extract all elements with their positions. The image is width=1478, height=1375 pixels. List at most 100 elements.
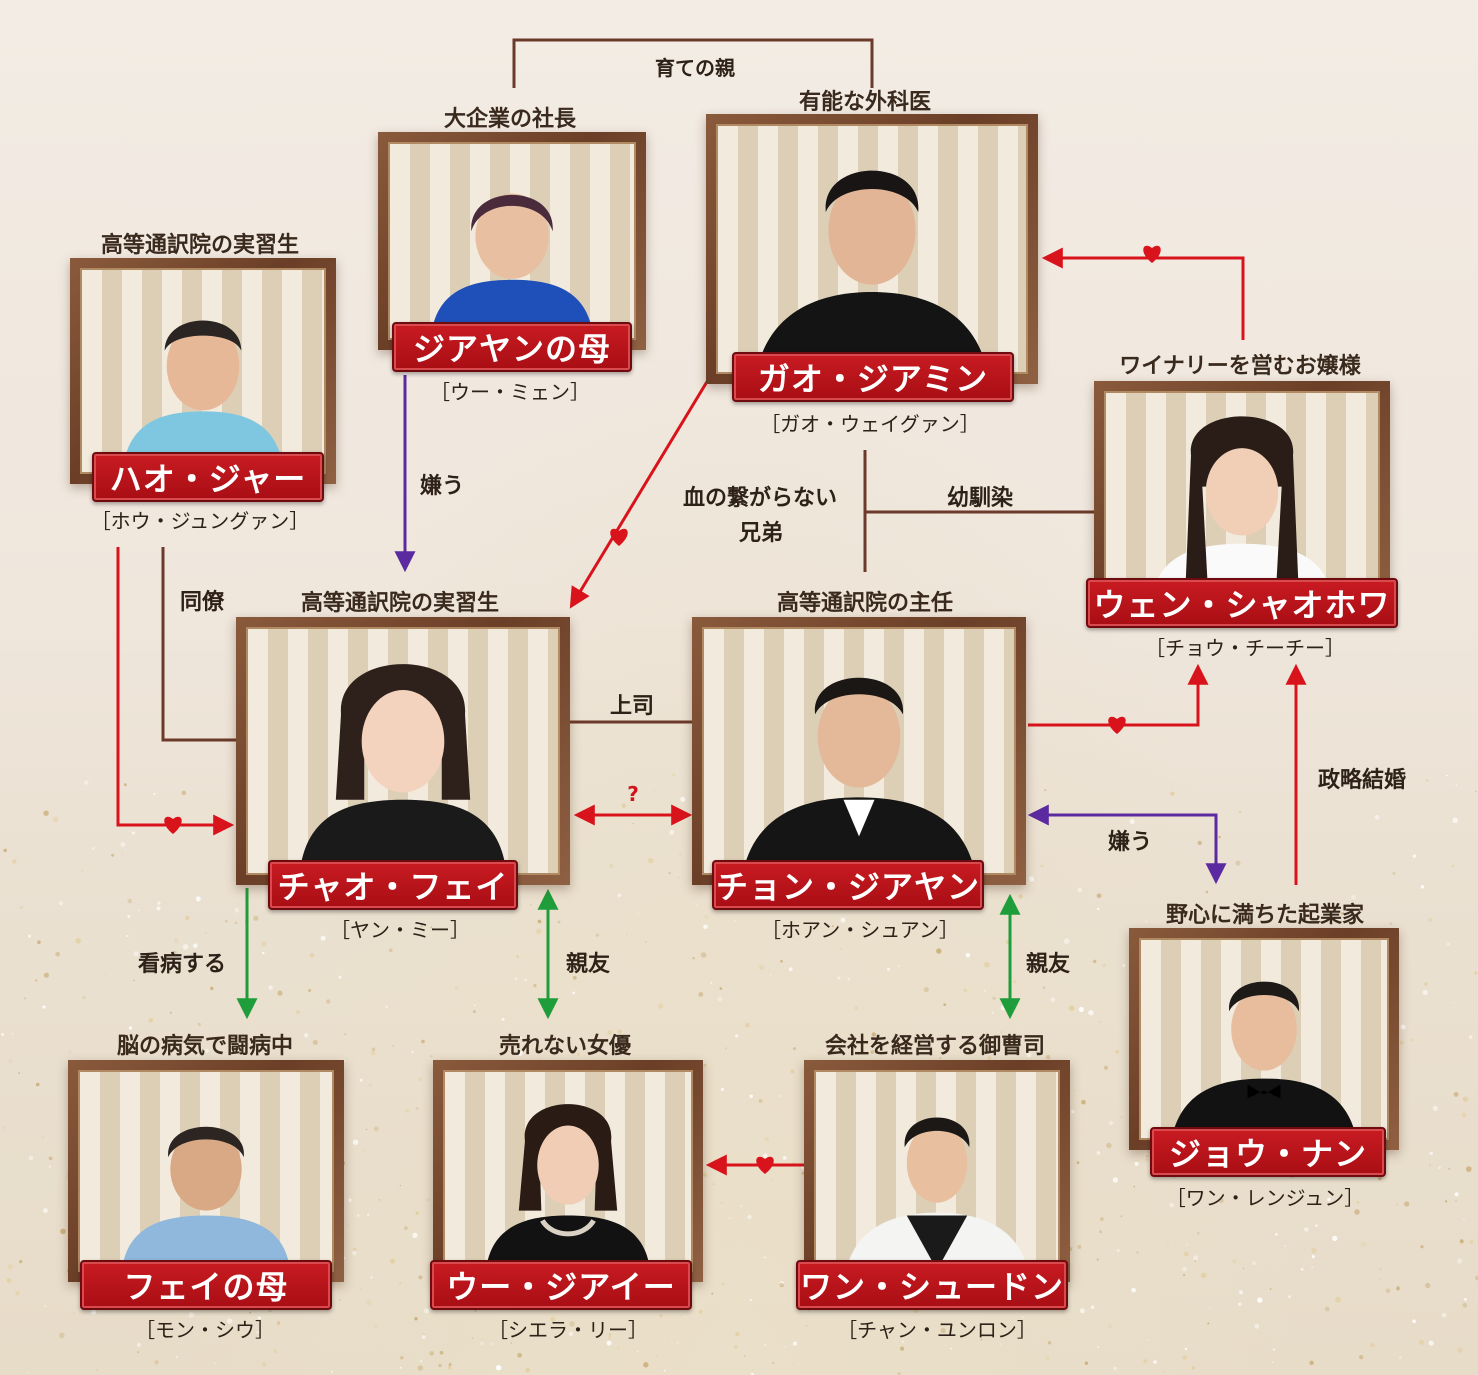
glitter-dot xyxy=(533,984,537,988)
glitter-dot xyxy=(82,995,86,1000)
glitter-dot xyxy=(42,1005,46,1009)
glitter-dot xyxy=(530,904,532,906)
glitter-dot xyxy=(1412,854,1417,858)
glitter-dot xyxy=(176,1356,178,1358)
glitter-dot xyxy=(1193,1255,1199,1261)
glitter-dot xyxy=(648,858,654,864)
glitter-dot xyxy=(420,925,423,928)
glitter-dot xyxy=(1400,1024,1406,1030)
glitter-dot xyxy=(595,933,599,937)
glitter-dot xyxy=(801,1171,805,1175)
glitter-dot xyxy=(680,796,686,802)
glitter-dot xyxy=(157,901,161,905)
glitter-dot xyxy=(1327,1197,1331,1202)
glitter-dot xyxy=(999,1343,1002,1346)
actor-label: ［ガオ・ウェイグァン］ xyxy=(760,412,980,436)
glitter-dot xyxy=(1200,1272,1207,1279)
glitter-dot xyxy=(374,1324,378,1329)
glitter-dot xyxy=(131,831,135,835)
glitter-dot xyxy=(429,1351,435,1356)
glitter-dot xyxy=(1209,1306,1211,1309)
glitter-dot xyxy=(1303,1248,1305,1251)
glitter-dot xyxy=(1392,872,1396,875)
glitter-dot xyxy=(1134,1161,1139,1166)
glitter-dot xyxy=(123,783,127,787)
glitter-dot xyxy=(419,1359,423,1363)
glitter-dot xyxy=(854,1006,859,1010)
name-plate: ウェン・シャオホワ xyxy=(1086,578,1398,628)
glitter-dot xyxy=(11,1032,14,1035)
glitter-dot xyxy=(1096,893,1102,899)
glitter-dot xyxy=(72,1311,76,1315)
glitter-dot xyxy=(1379,1267,1382,1271)
glitter-dot xyxy=(538,1058,540,1060)
glitter-dot xyxy=(1420,885,1425,889)
glitter-dot xyxy=(1418,1339,1425,1345)
glitter-dot xyxy=(1146,1339,1149,1341)
glitter-dot xyxy=(1131,1287,1136,1293)
glitter-dot xyxy=(735,1034,739,1038)
glitter-dot xyxy=(1420,1245,1424,1249)
glitter-dot xyxy=(704,915,708,919)
glitter-dot xyxy=(58,901,64,906)
not-blood-brothers-label-line2: 兄弟 xyxy=(738,521,783,546)
glitter-dot xyxy=(256,1330,260,1334)
glitter-dot xyxy=(352,1139,359,1145)
glitter-dot xyxy=(1183,1274,1186,1277)
glitter-dot xyxy=(943,1003,947,1006)
glitter-dot xyxy=(1311,1247,1317,1254)
glitter-dot xyxy=(330,1370,333,1373)
glitter-dot xyxy=(608,1335,612,1339)
portrait-frame xyxy=(68,1060,344,1282)
glitter-dot xyxy=(268,985,273,990)
glitter-dot xyxy=(745,1022,750,1028)
glitter-dot xyxy=(412,1232,418,1239)
glitter-dot xyxy=(60,1228,66,1235)
glitter-dot xyxy=(421,1039,425,1044)
glitter-dot xyxy=(569,1321,575,1327)
glitter-dot xyxy=(517,1050,523,1056)
glitter-dot xyxy=(983,989,987,992)
glitter-dot xyxy=(617,1029,622,1034)
glitter-dot xyxy=(696,904,698,906)
glitter-dot xyxy=(711,1292,714,1295)
glitter-dot xyxy=(1053,955,1059,961)
portrait-frame xyxy=(433,1060,703,1282)
glitter-dot xyxy=(1166,1241,1170,1245)
glitter-dot xyxy=(75,938,81,944)
glitter-dot xyxy=(219,1320,221,1323)
glitter-dot xyxy=(607,1030,613,1035)
role-label: ワイナリーを営むお嬢様 xyxy=(1119,354,1361,379)
glitter-dot xyxy=(1136,1251,1139,1254)
glitter-dot xyxy=(338,1299,341,1301)
glitter-dot xyxy=(1076,1161,1080,1165)
name-plate: ウー・ジアイー xyxy=(430,1260,692,1310)
glitter-dot xyxy=(626,933,628,936)
glitter-dot xyxy=(378,1198,381,1201)
glitter-dot xyxy=(963,988,967,992)
glitter-dot xyxy=(1453,1001,1455,1004)
glitter-dot xyxy=(48,1156,53,1161)
glitter-dot xyxy=(1410,1038,1414,1042)
glitter-dot xyxy=(724,1047,728,1050)
glitter-dot xyxy=(3,1126,6,1130)
glitter-dot xyxy=(370,1050,376,1056)
glitter-dot xyxy=(48,1165,51,1168)
glitter-dot xyxy=(901,1340,904,1343)
glitter-dot xyxy=(326,999,331,1004)
glitter-dot xyxy=(415,1211,420,1215)
glitter-dot xyxy=(1026,1052,1032,1058)
glitter-dot xyxy=(312,1039,318,1045)
dislike-label: 嫌う xyxy=(419,474,464,499)
glitter-dot xyxy=(15,1291,20,1296)
glitter-dot xyxy=(35,1082,40,1087)
glitter-dot xyxy=(1332,1235,1338,1242)
actor-label: ［ヤン・ミー］ xyxy=(330,918,470,942)
glitter-dot xyxy=(388,948,393,953)
glitter-dot xyxy=(359,1287,362,1290)
glitter-dot xyxy=(1309,1360,1314,1366)
name-plate: フェイの母 xyxy=(80,1260,332,1310)
glitter-dot xyxy=(617,1347,620,1350)
glitter-dot xyxy=(833,1036,836,1040)
